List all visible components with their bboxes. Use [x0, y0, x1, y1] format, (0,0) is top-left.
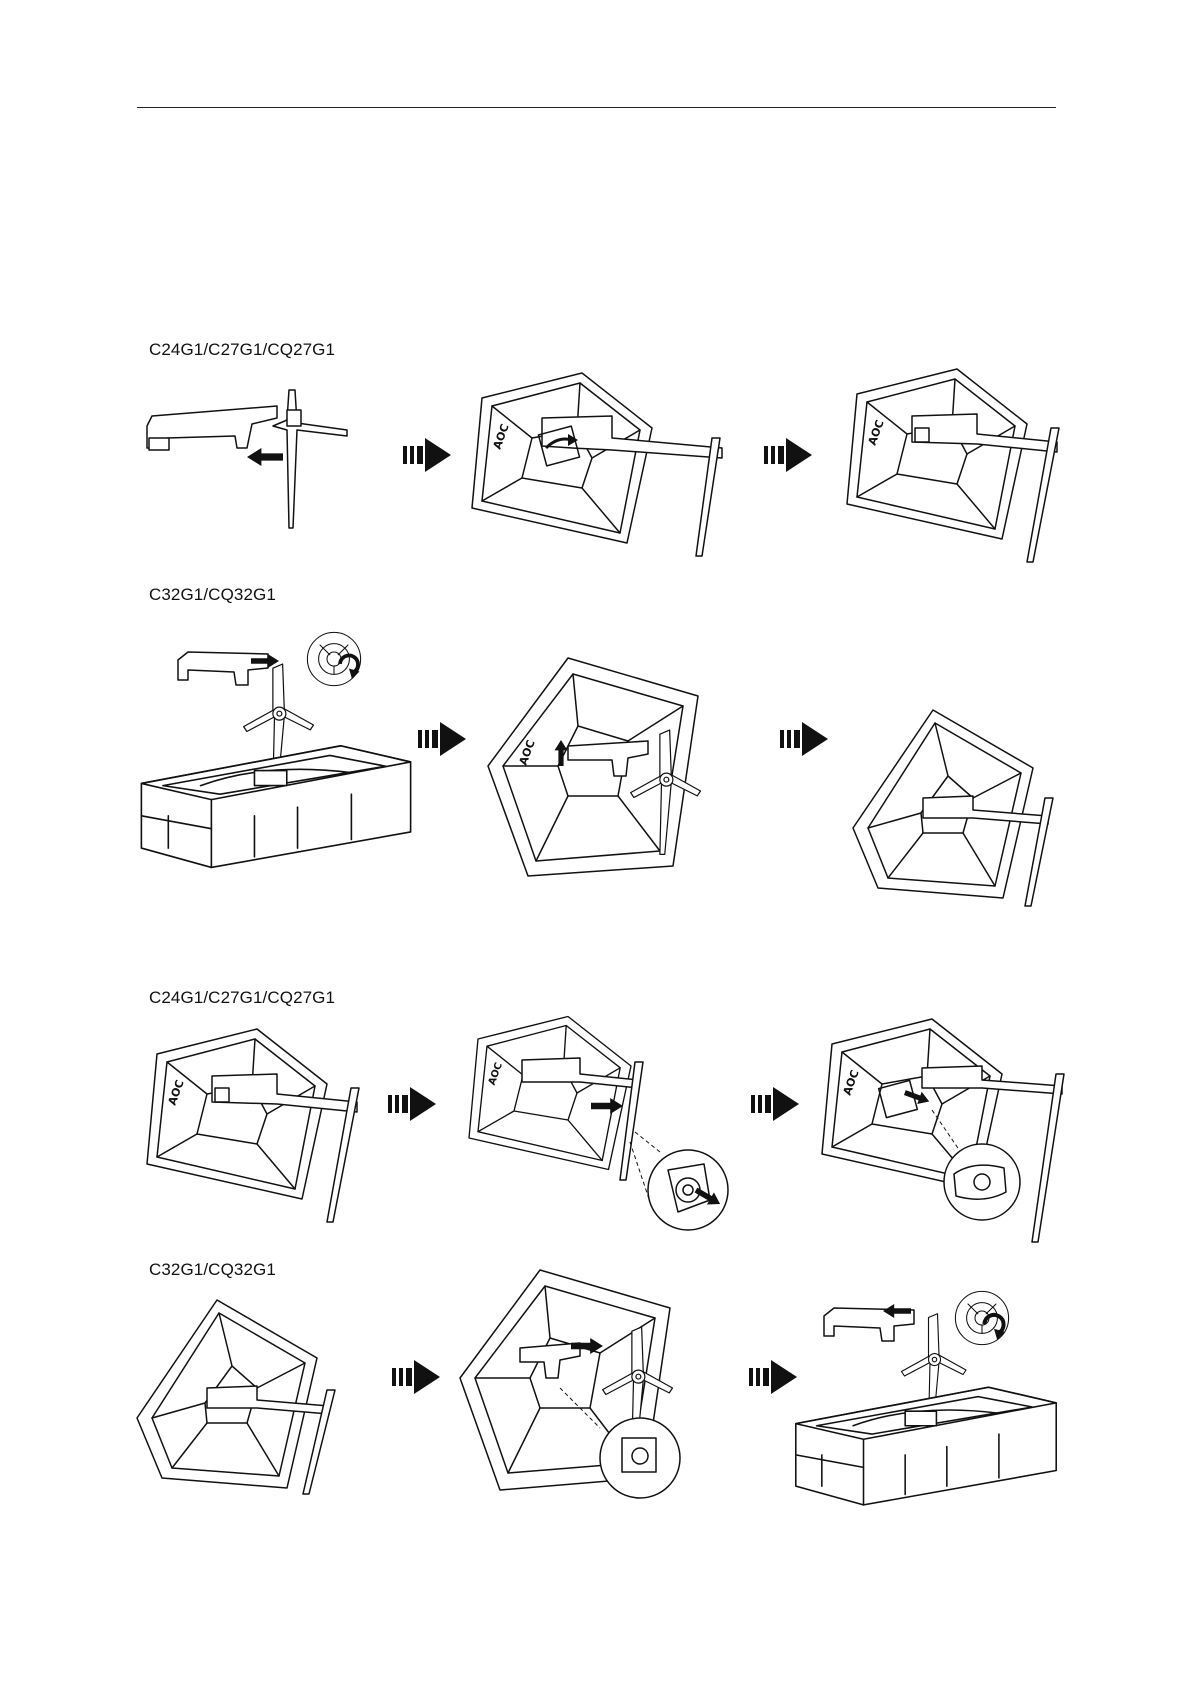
detach-small-step2-illustration	[460, 1012, 735, 1244]
detach-small-step3-illustration	[812, 1014, 1072, 1244]
push-arrow-icon	[247, 448, 283, 466]
detach-large-step2-illustration	[460, 1268, 730, 1508]
next-step-arrow-icon	[780, 722, 828, 756]
detach-large-step1-illustration	[137, 1298, 347, 1498]
attach-large-step1-illustration	[136, 625, 426, 925]
detach-large-step3-illustration	[786, 1290, 1076, 1510]
attach-small-step3-illustration	[837, 364, 1067, 564]
caption-detach-large-models: C32G1/CQ32G1	[149, 1260, 276, 1280]
next-step-arrow-icon	[388, 1087, 436, 1121]
next-step-arrow-icon	[392, 1360, 440, 1394]
next-step-arrow-icon	[751, 1087, 799, 1121]
attach-small-step1-illustration	[147, 388, 357, 538]
next-step-arrow-icon	[764, 438, 812, 472]
attach-small-step2-illustration	[462, 368, 722, 558]
caption-attach-small-models: C24G1/C27G1/CQ27G1	[149, 340, 335, 360]
next-step-arrow-icon	[418, 722, 466, 756]
attach-large-step3-illustration	[853, 708, 1073, 908]
caption-detach-small-models: C24G1/C27G1/CQ27G1	[149, 988, 335, 1008]
next-step-arrow-icon	[403, 438, 451, 472]
header-rule	[137, 107, 1056, 108]
attach-large-step2-illustration: AOC	[488, 656, 738, 876]
detach-small-step1-illustration	[137, 1024, 367, 1224]
zoom-detail-circle	[600, 1418, 680, 1498]
caption-attach-large-models: C32G1/CQ32G1	[149, 585, 276, 605]
